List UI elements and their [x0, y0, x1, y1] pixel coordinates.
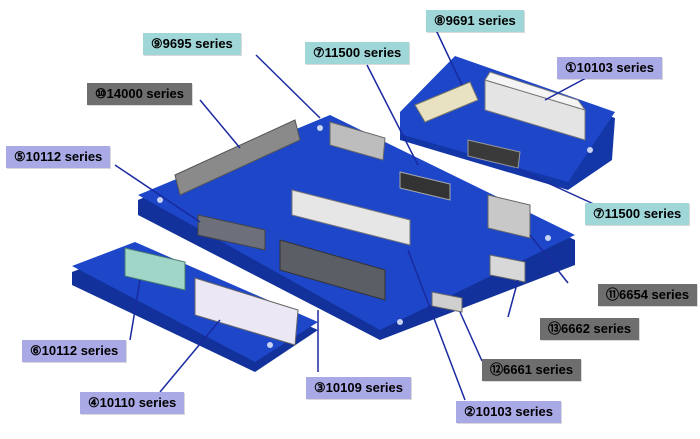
- connector-10112-main: [197, 214, 266, 251]
- connector-6661: [431, 291, 463, 313]
- connector-6654: [487, 194, 531, 239]
- label-6662: ⑬6662 series: [540, 318, 640, 340]
- connector-9695: [329, 121, 386, 161]
- label-14000: ⑩14000 series: [87, 83, 193, 105]
- label-11500-main: ⑦11500 series: [305, 42, 410, 64]
- leader-lines: [114, 29, 599, 401]
- connector-9691: [414, 81, 479, 123]
- connector-10103-right: [484, 71, 587, 141]
- connector-14000: [174, 119, 301, 196]
- label-11500-right: ⑦11500 series: [585, 203, 690, 225]
- connector-6662: [489, 254, 526, 283]
- connector-11500-right: [467, 139, 521, 169]
- label-10110: ④10110 series: [80, 392, 185, 414]
- label-9695: ⑨9695 series: [143, 33, 241, 55]
- label-10103-main: ②10103 series: [456, 401, 562, 423]
- connector-10109: [279, 239, 386, 301]
- label-6661: ⑫6661 series: [482, 359, 582, 381]
- connector-10112-left: [124, 247, 186, 291]
- label-10112-left: ⑥10112 series: [22, 340, 127, 362]
- label-10103-right: ①10103 series: [557, 57, 663, 79]
- label-6654: ⑪6654 series: [598, 284, 698, 306]
- connector-11500-main: [399, 171, 451, 201]
- label-9691: ⑧9691 series: [426, 10, 524, 32]
- connector-10110: [194, 277, 299, 346]
- label-10112-main: ⑤10112 series: [6, 146, 111, 168]
- connector-10103-main: [291, 189, 411, 246]
- label-10109: ③10109 series: [306, 377, 412, 399]
